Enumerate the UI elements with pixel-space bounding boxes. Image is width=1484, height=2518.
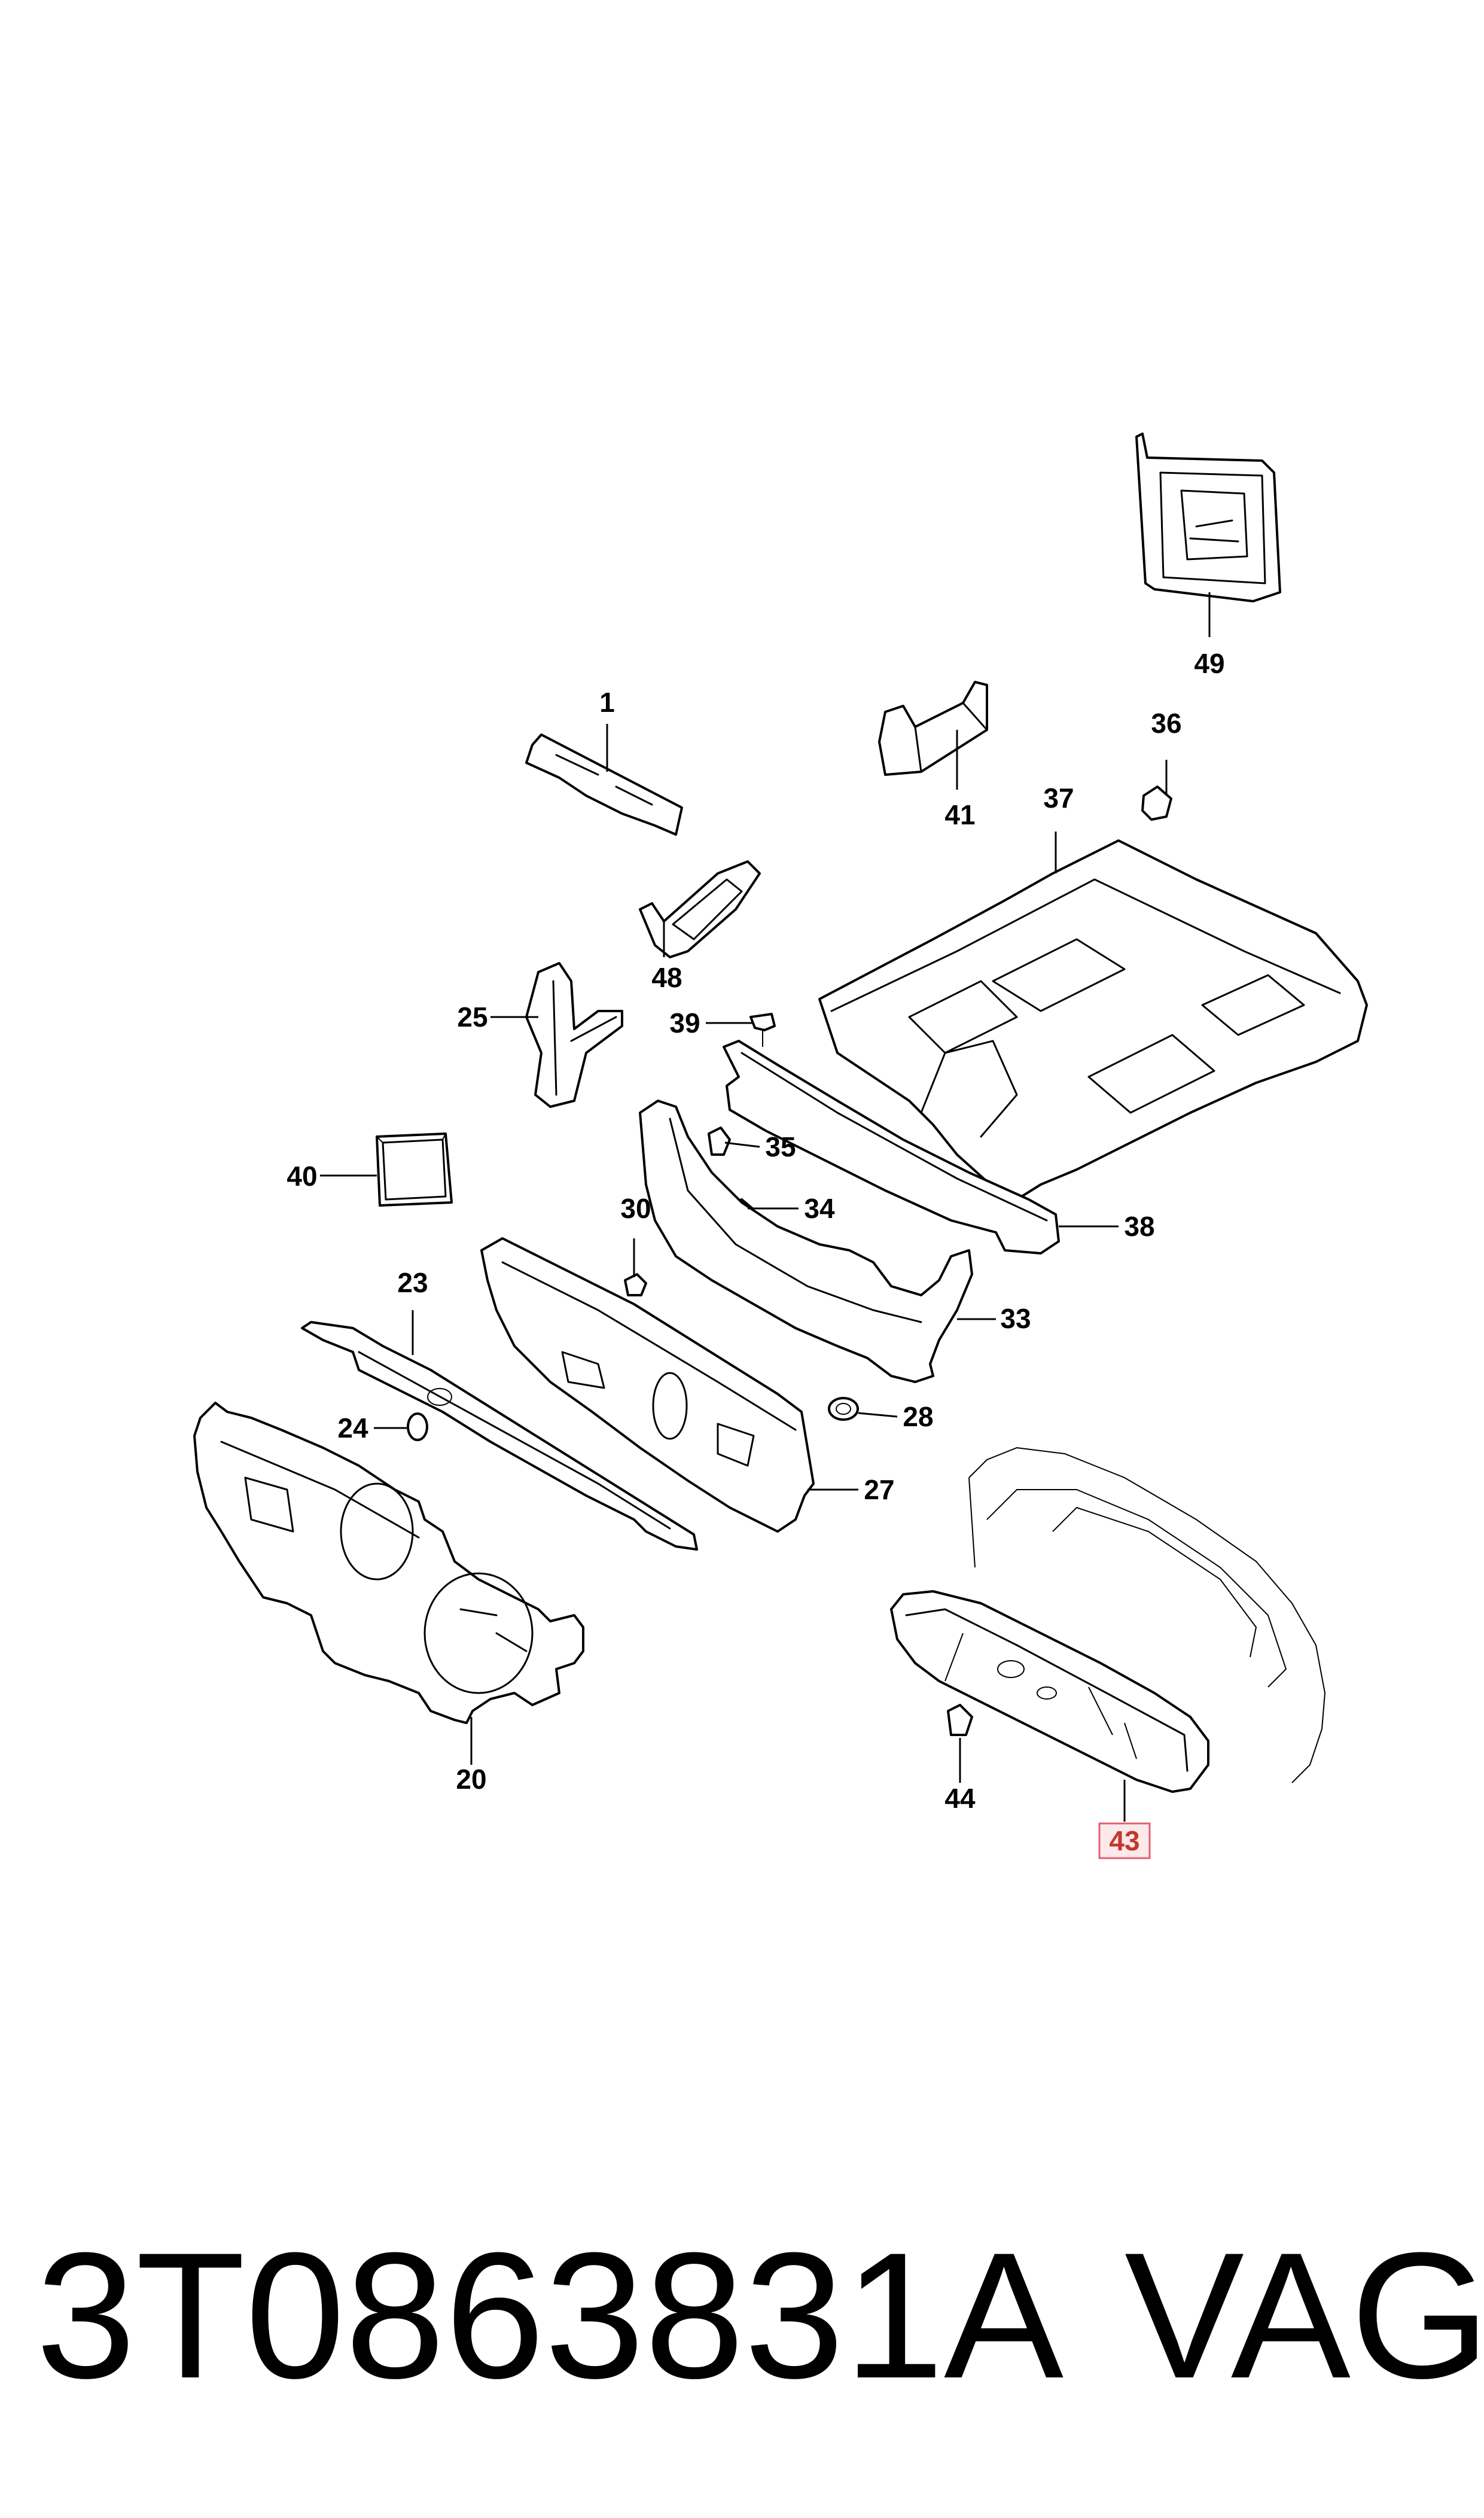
callout-28: 28: [903, 1401, 933, 1432]
callout-24: 24: [337, 1412, 368, 1444]
part-20-insulation-lower: [193, 1402, 584, 1724]
part-30-fastener: [624, 1273, 647, 1296]
part-36-clip: [1141, 785, 1172, 821]
part-27-insulation-mid: [480, 1237, 815, 1533]
part-49-mat: [1135, 433, 1281, 602]
part-24-grommet: [407, 1412, 428, 1441]
part-39-fastener: [749, 1013, 776, 1047]
callout-23: 23: [397, 1267, 428, 1298]
part-37-floor-carpet: [818, 839, 1368, 1201]
part-44-clip: [947, 1704, 973, 1736]
callout-41: 41: [944, 799, 975, 830]
part-48-pad: [639, 860, 761, 958]
part-41-foam-block: [878, 681, 988, 776]
callout-30: 30: [620, 1193, 651, 1224]
callout-34: 34: [804, 1193, 835, 1224]
callout-36: 36: [1151, 708, 1181, 739]
part-38-cross-pad: [723, 1040, 1060, 1255]
part-1-strip: [525, 733, 683, 836]
callout-38: 38: [1124, 1211, 1154, 1242]
callout-39: 39: [669, 1007, 700, 1039]
callout-25: 25: [457, 1001, 487, 1033]
callout-20: 20: [456, 1764, 486, 1795]
callout-33: 33: [1000, 1303, 1031, 1334]
part-40-foam-square: [376, 1132, 453, 1207]
callout-40: 40: [287, 1161, 317, 1192]
callout-48: 48: [651, 962, 682, 993]
callout-35: 35: [765, 1131, 796, 1162]
callout-1: 1: [599, 687, 615, 718]
callout-44: 44: [944, 1783, 976, 1814]
part-number-text: 3T0863831A: [36, 2215, 1064, 2416]
part-35-clip: [708, 1126, 731, 1156]
callout-27: 27: [864, 1474, 894, 1505]
brand-text: VAG: [1125, 2215, 1484, 2416]
part-43-hood-insulation: [890, 1447, 1326, 1793]
part-25-bracket: [525, 962, 623, 1108]
part-23-long-strip: [301, 1321, 698, 1551]
leader-lines: [320, 592, 1211, 1822]
callout-49: 49: [1194, 648, 1224, 679]
callout-37: 37: [1043, 783, 1074, 814]
part-28-grommet: [828, 1397, 859, 1421]
part-33-insulation-upper: [639, 1100, 973, 1383]
callout-43: 43: [1109, 1825, 1139, 1856]
caption-bar: 3T0863831A VAG: [0, 2213, 1484, 2417]
callout-43-highlight: [1098, 1822, 1151, 1859]
callout-labels: 1 41 49 36 37 48 25 39 40 35 30 34 38 33…: [287, 648, 1224, 1856]
